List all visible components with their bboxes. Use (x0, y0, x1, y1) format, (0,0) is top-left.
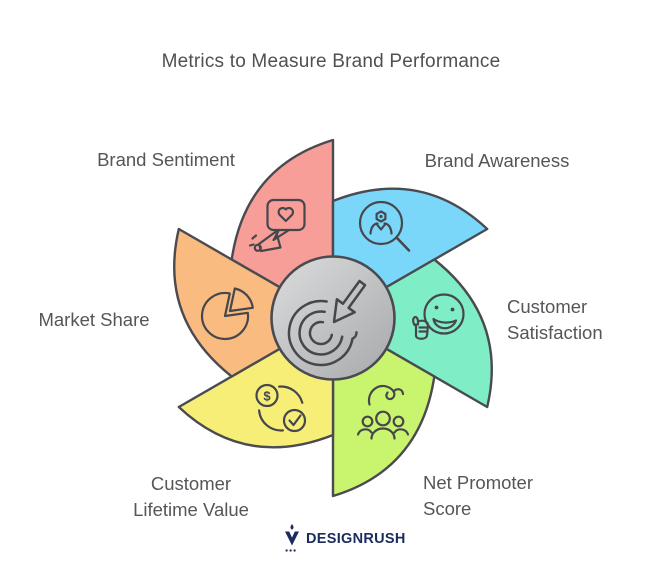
target-arrow-icon (287, 279, 367, 367)
label-line: Brand Awareness (424, 150, 570, 171)
label-line: Net Promoter (423, 472, 534, 493)
smiley-thumbs-up-icon (412, 293, 465, 340)
label-line: Brand Sentiment (97, 149, 235, 170)
brand-footer: DESIGNRUSH (284, 524, 406, 553)
people-group-icon (356, 384, 410, 440)
segment-label-brand-awareness: Brand Awareness (425, 148, 570, 174)
segment-label-market-share: Market Share (38, 307, 149, 333)
label-line: Satisfaction (507, 322, 603, 343)
label-line: Market Share (38, 309, 150, 330)
pie-chart-icon (200, 287, 254, 341)
designrush-logo-icon (285, 524, 299, 552)
designrush-wordmark: DESIGNRUSH (306, 530, 406, 547)
dollar-cycle-check-icon: $ (255, 383, 307, 433)
segment-label-customer-satisfaction: Customer Satisfaction (507, 294, 603, 346)
segment-label-brand-sentiment: Brand Sentiment (97, 147, 235, 173)
label-line: Customer (150, 473, 232, 494)
megaphone-heart-bubble-icon (248, 198, 306, 253)
label-line: Lifetime Value (133, 499, 249, 520)
svg-text:$: $ (263, 389, 271, 404)
person-magnifier-icon (358, 200, 411, 252)
page-title: Metrics to Measure Brand Performance (161, 51, 501, 72)
segment-label-net-promoter-score: Net Promoter Score (423, 470, 533, 522)
segment-label-customer-lifetime-value: Customer Lifetime Value (133, 471, 249, 523)
center-hub (270, 255, 396, 381)
label-line: Score (423, 498, 472, 519)
label-line: Customer (507, 296, 588, 317)
